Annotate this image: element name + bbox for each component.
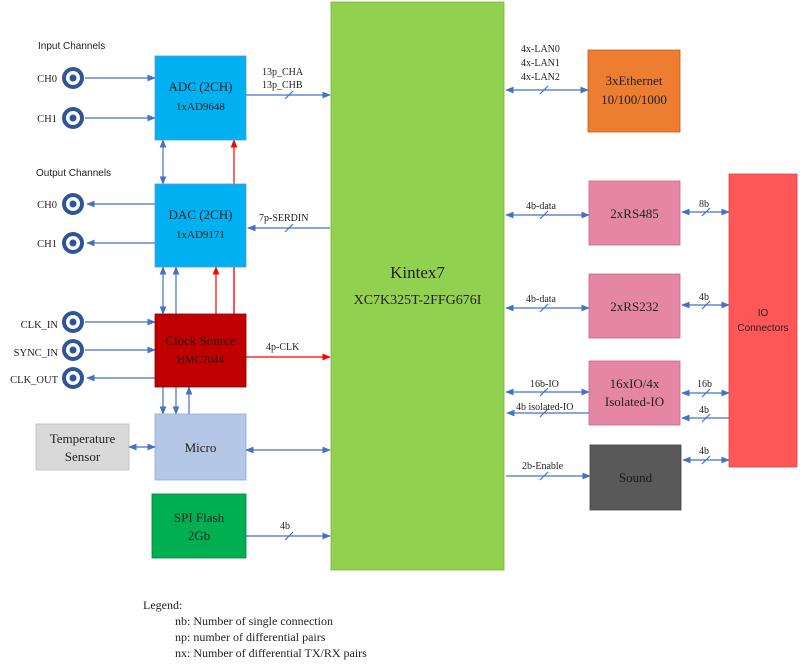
slash-mark — [539, 85, 549, 95]
slash-mark — [701, 207, 711, 217]
legend-row: nb: Number of single connection — [175, 614, 333, 628]
sound-block: Sound — [589, 444, 682, 511]
ch1-in-label: CH1 — [37, 114, 57, 125]
dac-block: DAC (2CH) 1xAD9171 — [154, 183, 247, 268]
io-16b-label: 16b-IO — [530, 379, 559, 390]
io-connectors-block: IO Connectors — [728, 173, 798, 468]
sync-in-label: SYNC_IN — [14, 348, 59, 359]
rs232-conn-label: 4b — [699, 292, 709, 303]
sound-title: Sound — [619, 470, 653, 485]
spi-flash-block: SPI Flash 2Gb — [151, 493, 247, 559]
connector-icon — [62, 311, 84, 333]
ch0-out-label: CH0 — [37, 200, 57, 211]
clk-4p-label: 4p-CLK — [266, 342, 300, 353]
io-conn-4b-label: 4b — [699, 405, 709, 416]
ethernet-line1: 3xEthernet — [605, 73, 662, 88]
rs485-block: 2xRS485 — [588, 180, 681, 246]
micro-title: Micro — [185, 440, 217, 455]
clock-title: Clock Source — [165, 333, 236, 348]
io-isolated-label: 4b isolated-IO — [516, 402, 574, 413]
input-channels-label: Input Channels — [38, 41, 105, 52]
connector-icon — [62, 339, 84, 361]
ioconn-line2: Connectors — [737, 323, 788, 334]
slash-mark — [701, 388, 711, 398]
rs485-title: 2xRS485 — [610, 206, 658, 221]
connector-icon — [62, 67, 84, 89]
adc-block: ADC (2CH) 1xAD9648 — [154, 55, 247, 141]
dac-serdin-label: 7p-SERDIN — [259, 213, 308, 224]
slash-mark — [701, 300, 711, 310]
ethernet-line2: 10/100/1000 — [601, 92, 667, 107]
connector-icon — [62, 193, 84, 215]
legend-title: Legend: — [143, 598, 183, 612]
connector-icon — [62, 107, 84, 129]
temp-line2: Sensor — [65, 449, 101, 464]
legend-row: np: number of differential pairs — [175, 630, 326, 644]
connector-icon — [62, 367, 84, 389]
output-channels-label: Output Channels — [36, 168, 111, 179]
temp-line1: Temperature — [50, 431, 116, 446]
dac-part: 1xAD9171 — [176, 229, 225, 241]
slash-mark — [284, 223, 294, 233]
ethernet-block: 3xEthernet 10/100/1000 — [587, 49, 681, 133]
spi-line2: 2Gb — [188, 528, 210, 543]
legend: Legend: nb: Number of single connection … — [143, 597, 367, 661]
ioconn-line1: IO — [758, 308, 769, 319]
fpga-part: XC7K325T-2FFG676I — [354, 293, 482, 308]
adc-chb-label: 13p_CHB — [262, 80, 303, 91]
legend-row: nx: Number of differential TX/RX pairs — [175, 646, 367, 660]
rs232-block: 2xRS232 — [588, 273, 681, 339]
fpga-block: Kintex7 XC7K325T-2FFG676I — [330, 1, 505, 571]
lan2-label: 4x-LAN2 — [521, 72, 560, 83]
slash-mark — [539, 387, 549, 397]
slash-mark — [539, 408, 549, 418]
lan1-label: 4x-LAN1 — [521, 58, 560, 69]
slash-mark — [539, 303, 549, 313]
adc-part: 1xAD9648 — [176, 101, 225, 113]
slash-mark — [284, 531, 294, 541]
clock-part: HMC7044 — [177, 354, 225, 366]
io-line2: Isolated-IO — [605, 394, 664, 409]
dac-title: DAC (2CH) — [169, 207, 233, 222]
ch0-in-label: CH0 — [37, 74, 57, 85]
slash-mark — [701, 455, 711, 465]
slash-mark — [284, 90, 294, 100]
rs232-data-label: 4b-data — [526, 294, 557, 305]
sound-enable-label: 2b-Enable — [522, 461, 564, 472]
slash-mark — [539, 210, 549, 220]
adc-title: ADC (2CH) — [169, 79, 233, 94]
connector-icon — [62, 232, 84, 254]
rs232-title: 2xRS232 — [610, 299, 658, 314]
io-block: 16xIO/4x Isolated-IO — [588, 360, 681, 426]
clk-out-label: CLK_OUT — [10, 375, 58, 386]
io-conn-16b-label: 16b — [697, 379, 712, 390]
rs485-data-label: 4b-data — [526, 201, 557, 212]
fpga-title: Kintex7 — [390, 263, 445, 282]
rs485-conn-label: 8b — [699, 199, 709, 210]
io-line1: 16xIO/4x — [610, 376, 660, 391]
spi-4b-label: 4b — [280, 521, 290, 532]
ch1-out-label: CH1 — [37, 239, 57, 250]
sound-conn-label: 4b — [699, 446, 709, 457]
lan0-label: 4x-LAN0 — [521, 44, 560, 55]
adc-cha-label: 13p_CHA — [262, 67, 304, 78]
temperature-sensor-block: Temperature Sensor — [35, 423, 130, 471]
clk-in-label: CLK_IN — [21, 320, 59, 331]
clock-source-block: Clock Source HMC7044 — [154, 313, 247, 388]
slash-mark — [701, 413, 711, 423]
spi-line1: SPI Flash — [174, 510, 225, 525]
micro-block: Micro — [154, 413, 247, 481]
slash-mark — [539, 471, 549, 481]
